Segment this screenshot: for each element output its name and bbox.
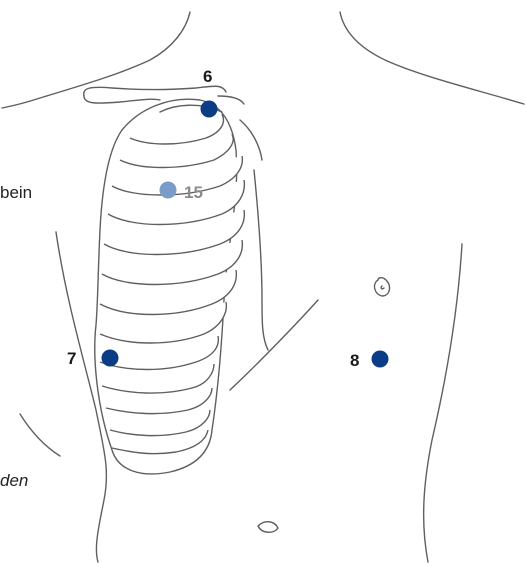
right-side-line bbox=[254, 170, 268, 350]
clipped-label-lower: den bbox=[0, 472, 28, 489]
point-6 bbox=[201, 101, 218, 118]
navel bbox=[258, 522, 278, 533]
point-6-label: 6 bbox=[203, 68, 212, 85]
point-8 bbox=[372, 351, 389, 368]
clavicle-left bbox=[84, 86, 226, 96]
right-costal-line bbox=[230, 300, 318, 390]
point-8-label: 8 bbox=[350, 352, 359, 369]
nipple-right-dot bbox=[381, 286, 384, 289]
point-15-label: 15 bbox=[184, 184, 203, 201]
neck-left-line bbox=[2, 12, 190, 108]
point-15 bbox=[160, 182, 177, 199]
clavicle-left-under bbox=[84, 96, 160, 103]
point-7 bbox=[102, 350, 119, 367]
clavicle-right bbox=[218, 96, 244, 104]
point-7-label: 7 bbox=[67, 350, 76, 367]
right-rib-hint bbox=[240, 120, 262, 160]
neck-right-line bbox=[340, 12, 524, 104]
left-flank-line bbox=[20, 414, 60, 456]
torso-right-side bbox=[424, 244, 462, 562]
rib-cage bbox=[95, 99, 245, 474]
clipped-label-upper: bein bbox=[0, 184, 32, 201]
